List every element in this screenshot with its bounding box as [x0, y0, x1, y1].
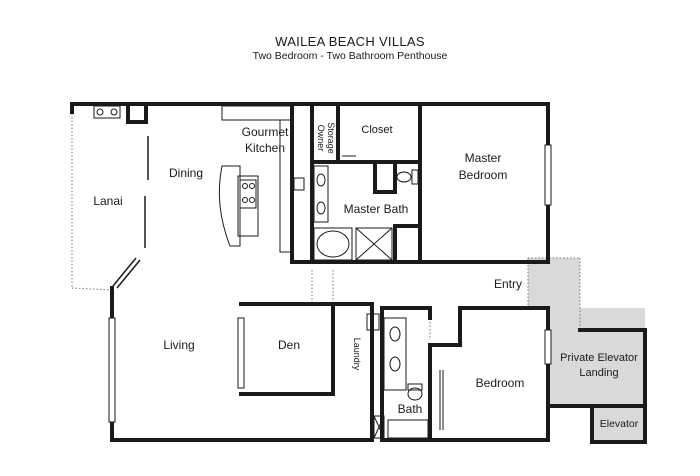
landing-area	[528, 258, 645, 442]
label-laundry: Laundry	[352, 338, 362, 371]
master-bath-fixtures	[313, 155, 419, 261]
label-gourmet-kitchen-2: Kitchen	[245, 141, 285, 155]
label-den: Den	[278, 338, 300, 352]
label-owner-storage: Owner	[316, 125, 326, 152]
label-living: Living	[163, 338, 194, 352]
label-master-bedroom: Master	[465, 151, 502, 165]
label-master-bedroom-2: Bedroom	[459, 168, 508, 182]
windows	[108, 144, 552, 423]
label-private-elevator-2: Landing	[579, 367, 618, 379]
label-bedroom: Bedroom	[476, 376, 525, 390]
label-owner-storage-2: Storage	[326, 122, 336, 154]
kitchen-fixtures	[93, 105, 305, 253]
label-master-bath: Master Bath	[344, 202, 409, 216]
bath-fixtures	[366, 313, 444, 439]
label-bath: Bath	[398, 402, 423, 416]
label-private-elevator: Private Elevator	[560, 352, 638, 364]
plan-subtitle: Two Bedroom - Two Bathroom Penthouse	[252, 50, 448, 62]
lanai-doors	[112, 136, 149, 289]
label-elevator: Elevator	[600, 418, 639, 430]
label-entry: Entry	[494, 277, 522, 291]
walls	[70, 102, 647, 444]
plan-title: WAILEA BEACH VILLAS	[275, 34, 425, 49]
label-dining: Dining	[169, 166, 203, 180]
label-closet: Closet	[361, 124, 392, 136]
label-gourmet-kitchen: Gourmet	[242, 125, 289, 139]
room-labels: Gourmet Kitchen Owner Storage Closet Mas…	[93, 122, 638, 430]
label-lanai: Lanai	[93, 194, 122, 208]
